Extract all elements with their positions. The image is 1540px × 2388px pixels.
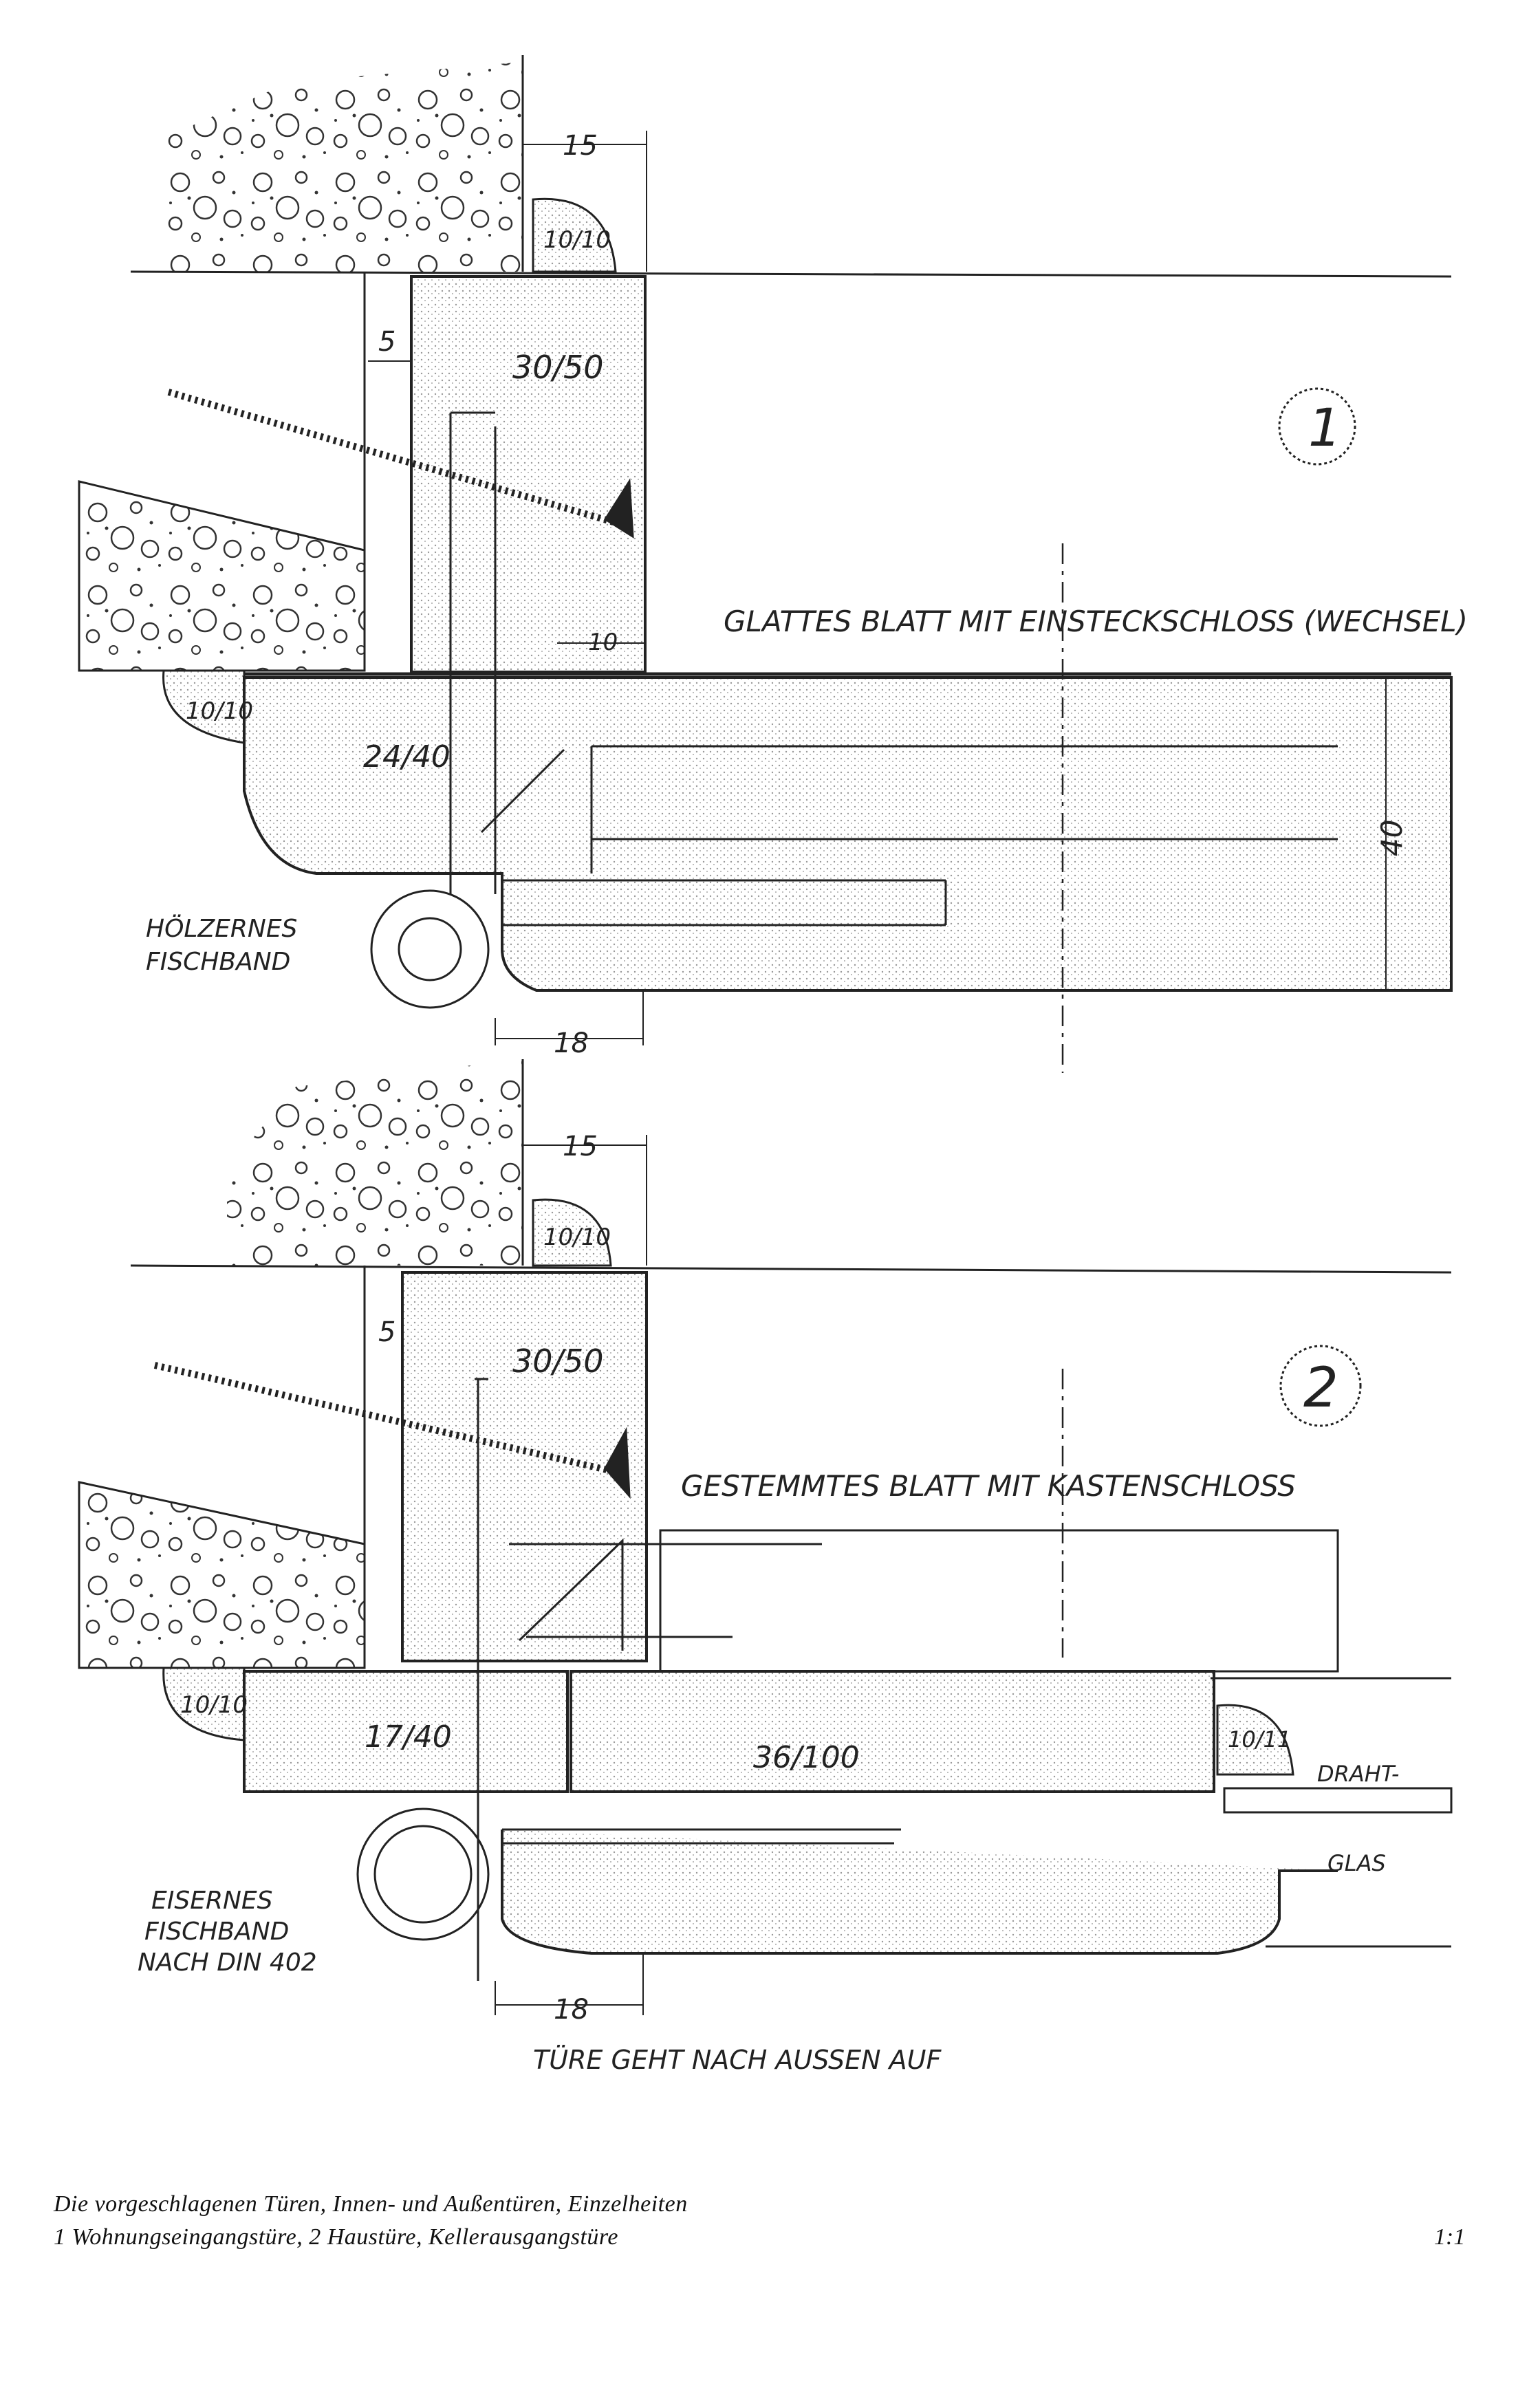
detail-2-dim-gap: 5 <box>378 1316 395 1348</box>
detail-1-hinge-label-line2: FISCHBAND <box>146 948 290 976</box>
detail-2-dim-frame-leaf: 17/40 <box>365 1719 452 1755</box>
masonry-upper-1 <box>165 62 523 272</box>
detail-2-dim-glass-bead: 10/11 <box>1228 1726 1291 1752</box>
caption-line-2: 1 Wohnungseingangstüre, 2 Haustüre, Kell… <box>54 2224 618 2250</box>
detail-1-hinge-label-line1: HÖLZERNES <box>146 914 297 943</box>
detail-1-dim-rebate: 10 <box>588 629 618 656</box>
detail-1-dim-bead-top: 10/10 <box>543 226 611 254</box>
wire-glass <box>1223 1787 1453 1814</box>
detail-2-dim-bead-bottom: 10/10 <box>180 1691 248 1719</box>
masonry-lower-2 <box>78 1481 366 1669</box>
detail-2-glass-label-2: GLAS <box>1327 1850 1386 1876</box>
opening-direction-note: TÜRE GEHT NACH AUSSEN AUF <box>533 2045 942 2075</box>
detail-1-dim-bottom: 18 <box>554 1028 589 1059</box>
detail-2-glass-label-1: DRAHT- <box>1317 1761 1399 1787</box>
bead-bottom-2 <box>162 1667 246 1741</box>
detail-1-dim-frame: 30/50 <box>512 349 604 386</box>
hinge-2 <box>356 1808 490 1941</box>
masonry-upper-2 <box>227 1059 523 1266</box>
detail-2 <box>78 1059 1453 2015</box>
frame-leaf-2 <box>243 1670 569 1793</box>
detail-1-dim-leaf: 24/40 <box>363 739 451 774</box>
detail-2-title: GESTEMMTES BLATT MIT KASTENSCHLOSS <box>681 1469 1296 1503</box>
glass-bead-2 <box>1216 1704 1294 1776</box>
door-leaf-1 <box>243 676 1453 992</box>
detail-2-dim-top: 15 <box>563 1131 598 1162</box>
detail-1-dim-thickness: 40 <box>1375 820 1409 856</box>
detail-1-dim-gap: 5 <box>378 326 395 358</box>
detail-2-dim-bead-top: 10/10 <box>543 1224 611 1251</box>
bead-top-2 <box>532 1198 612 1267</box>
detail-1-number: 1 <box>1308 397 1341 458</box>
detail-2-dim-frame: 30/50 <box>512 1343 604 1380</box>
detail-2-hinge-label-line3: NACH DIN 402 <box>138 1949 317 1977</box>
box-lock <box>659 1529 1339 1673</box>
panel-2 <box>570 1670 1215 1793</box>
detail-2-hinge-label-line1: EISERNES <box>151 1887 273 1915</box>
detail-2-dim-panel: 36/100 <box>753 1740 860 1775</box>
detail-2-number: 2 <box>1303 1356 1338 1420</box>
bead-bottom-1 <box>162 669 246 744</box>
hinge-1 <box>370 889 490 1009</box>
scale-label: 1:1 <box>1434 2224 1466 2250</box>
detail-1 <box>78 55 1453 1073</box>
detail-2-hinge-label-line2: FISCHBAND <box>144 1918 289 1946</box>
detail-2-dim-bottom: 18 <box>554 1994 589 2026</box>
detail-1-dim-top: 15 <box>563 130 598 162</box>
bead-top-1 <box>532 197 617 273</box>
detail-1-dim-bead-bottom: 10/10 <box>186 697 253 725</box>
caption-line-1: Die vorgeschlagenen Türen, Innen- und Au… <box>54 2191 688 2217</box>
masonry-lower-1 <box>78 480 366 672</box>
detail-1-title: GLATTES BLATT MIT EINSTECKSCHLOSS (WECHS… <box>724 605 1468 638</box>
